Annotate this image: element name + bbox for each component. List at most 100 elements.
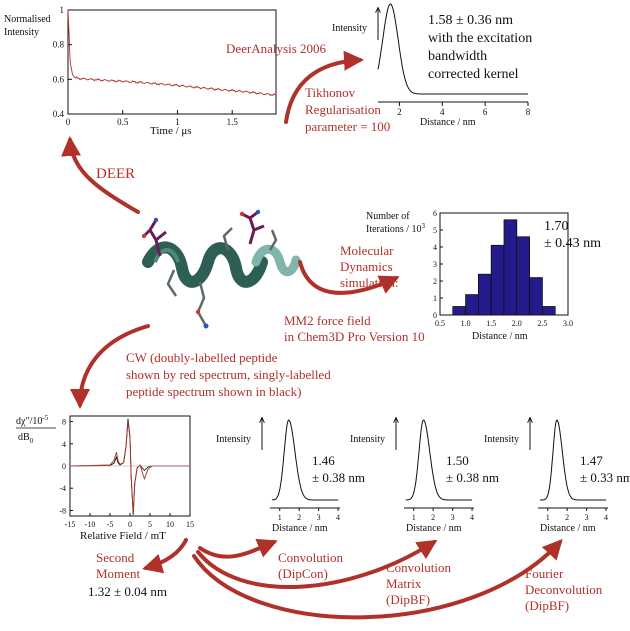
deer-y-tick-label: 0.8 — [53, 40, 65, 50]
cw-xlabel: Relative Field / mT — [80, 530, 166, 542]
method-2-result-line-2: ± 0.38 nm — [446, 470, 499, 485]
md-bar — [516, 236, 530, 316]
helix-highlight — [153, 248, 180, 263]
cw-ylabel-subscript: 0 — [30, 437, 34, 445]
da-result-line-2: with the excitation — [428, 31, 532, 46]
arrow-to-dipcon — [198, 538, 278, 559]
cw-ylabel-denominator: dB0 — [18, 432, 34, 445]
da-ylabel: Intensity — [332, 23, 367, 34]
cw-x-tick-label: -5 — [107, 520, 114, 529]
cw-y-tick-label: 8 — [62, 418, 66, 427]
tikhonov-line-1: Tikhonov — [305, 85, 356, 100]
da-x-tick-label: 6 — [483, 107, 488, 117]
arrow-to-fourier — [192, 539, 563, 620]
md-x-tick-label: 0.5 — [435, 319, 445, 328]
tikhonov-line-2: Regularisation — [305, 102, 381, 117]
deer-ylabel-2: Intensity — [4, 27, 39, 38]
md-y-tick-label: 6 — [433, 209, 437, 218]
cw-x-tick-label: -15 — [65, 520, 76, 529]
md-y-tick-label: 1 — [433, 294, 437, 303]
md-x-tick-label: 1.5 — [486, 319, 496, 328]
md-bar — [490, 244, 505, 316]
method-3-ylabel: Intensity — [484, 434, 519, 445]
md-result-line-2: ± 0.43 nm — [544, 236, 601, 251]
method-1-xlabel: Distance / nm — [272, 523, 328, 534]
oxygen-atoms — [141, 211, 245, 315]
method-1-distribution-line — [271, 419, 339, 501]
cw-y-tick-label: -4 — [59, 484, 66, 493]
md-bars — [452, 219, 556, 316]
method-3-x-tick-label: 1 — [546, 513, 550, 522]
arrow-to-convolution-matrix — [196, 539, 438, 590]
method-1-x-tick-label: 4 — [336, 513, 340, 522]
method-1-line-1: Convolution — [278, 550, 344, 565]
md-result-line-1: 1.70 — [544, 219, 569, 234]
md-bar — [452, 306, 466, 316]
second-moment-result: 1.32 ± 0.04 nm — [88, 584, 167, 599]
cw-y-tick-label: -8 — [59, 506, 66, 515]
cw-ylabel-numerator: dχ″/10-5 — [16, 414, 49, 427]
deer-x-tick-label: 0 — [66, 117, 71, 127]
side-chains — [166, 227, 278, 327]
deer-method-label: DEER — [96, 166, 135, 182]
da-x-tick-label: 2 — [397, 107, 402, 117]
nitrogen-atoms — [153, 209, 261, 329]
deer-ylabel-1: Normalised — [4, 14, 51, 25]
cw-label-line-1: CW (doubly-labelled peptide — [126, 350, 278, 365]
method-2-x-tick-label: 4 — [470, 513, 474, 522]
arrow-to-deeranalysis — [284, 50, 364, 124]
md-y-tick-label: 5 — [433, 226, 437, 235]
cw-doubly-labelled-spectrum — [69, 421, 190, 514]
tikhonov-line-3: parameter = 100 — [305, 119, 390, 134]
arrow-to-md — [298, 260, 400, 295]
deer-y-tick-label: 0.6 — [53, 74, 65, 84]
md-x-tick-label: 1.0 — [461, 319, 471, 328]
da-x-tick-label: 4 — [440, 107, 445, 117]
md-bar — [477, 273, 492, 316]
second-moment-line-2: Moment — [96, 566, 140, 581]
arrow-to-deer — [61, 136, 140, 214]
cw-ylabel-den-text: dB — [18, 432, 30, 443]
second-moment-line-1: Second — [96, 550, 135, 565]
method-3-result-line-1: 1.47 — [580, 453, 603, 468]
deer-trace-line — [67, 9, 277, 97]
method-2-x-tick-label: 3 — [451, 513, 455, 522]
md-x-tick-label: 3.0 — [563, 319, 573, 328]
cw-y-tick-label: 4 — [62, 440, 66, 449]
md-bar — [503, 219, 518, 316]
md-x-tick-label: 2.5 — [537, 319, 547, 328]
deer-x-tick-label: 0.5 — [117, 117, 129, 127]
method-3-x-tick-label: 3 — [585, 513, 589, 522]
da-x-tick-label: 8 — [526, 107, 531, 117]
cw-ylabel-num-text: dχ″/10 — [16, 416, 42, 427]
method-1-result-line-2: ± 0.38 nm — [312, 470, 365, 485]
method-3-result-line-2: ± 0.33 nm — [580, 470, 630, 485]
md-bar — [542, 306, 556, 316]
md-xlabel: Distance / nm — [472, 331, 528, 342]
method-2-result-line-1: 1.50 — [446, 453, 469, 468]
method-3-line-2: Deconvolution — [525, 582, 603, 597]
md-label-line-1: Molecular — [340, 243, 394, 258]
method-3-xlabel: Distance / nm — [540, 523, 596, 534]
arrow-to-cw — [70, 324, 150, 409]
method-3-line-3: (DipBF) — [525, 598, 569, 613]
da-result-line-4: corrected kernel — [428, 67, 519, 82]
deer-y-tick-label: 1 — [60, 5, 65, 15]
helix-backbone — [142, 241, 268, 288]
method-2-line-1: Convolution — [386, 560, 452, 575]
method-1-line-2: (DipCon) — [278, 566, 328, 581]
deeranalysis-label: DeerAnalysis 2006 — [226, 41, 327, 56]
method-1-x-tick-label: 2 — [297, 513, 301, 522]
cw-y-ticks: 840-4-8 — [59, 418, 73, 515]
method-3-distribution-line — [539, 419, 607, 501]
method-2-line-2: Matrix — [386, 576, 422, 591]
cw-x-tick-label: 10 — [166, 520, 174, 529]
deer-x-tick-label: 1.5 — [227, 117, 239, 127]
arrow-to-second-moment — [142, 538, 188, 574]
spin-label-residues — [142, 210, 265, 257]
